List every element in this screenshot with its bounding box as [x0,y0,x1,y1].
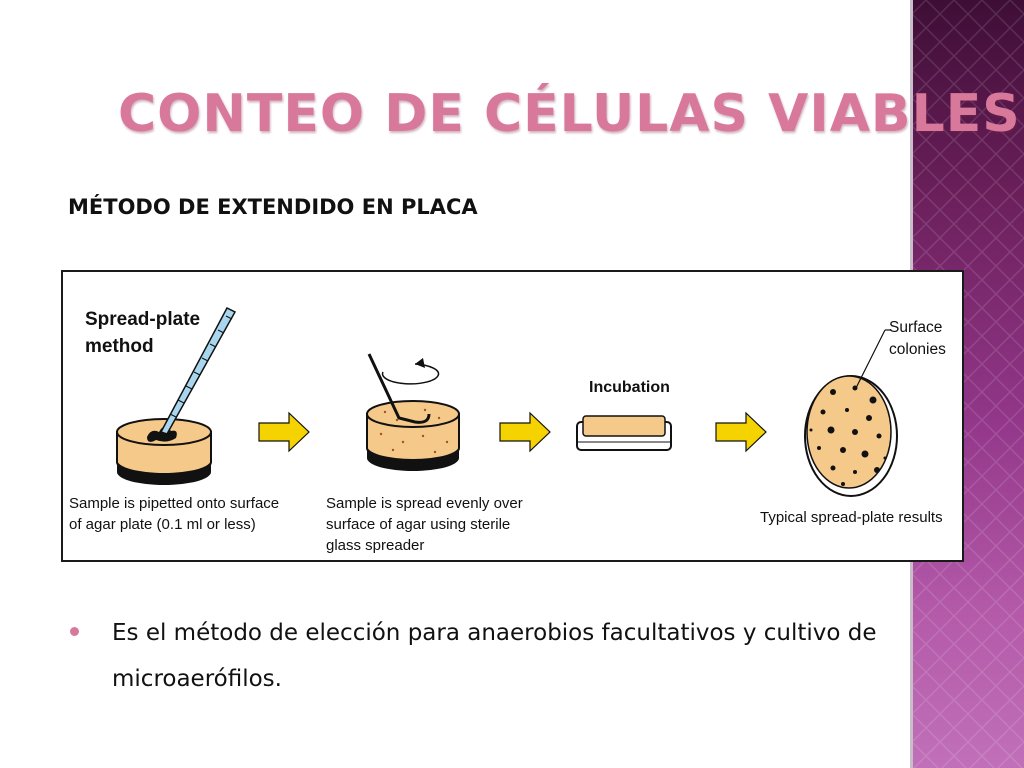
slide-subtitle: MÉTODO DE EXTENDIDO EN PLACA [68,195,478,219]
incubation-label: Incubation [589,379,670,396]
slide-title: CONTEO DE CÉLULAS VIABLES [118,84,1021,144]
step1-caption-line2: of agar plate (0.1 ml or less) [69,516,256,533]
spread-plate-figure: Spread-plate method Sample is pipetted o… [61,270,964,562]
arrow-right-icon [499,411,551,453]
method-title-line1: Spread-plate [85,309,201,330]
bullet-text: Es el método de elección para anaerobios… [112,620,877,692]
decorative-side-band [912,0,1024,768]
step2-caption-line3: glass spreader [326,537,425,554]
arrow-right-icon [715,411,767,453]
spread-plate-illustration [116,307,898,497]
arrow-right-icon [258,411,310,453]
bullet-marker [70,627,79,636]
colonies-label-line2: colonies [889,341,946,358]
colonies-pointer [855,329,891,389]
step2-caption-line2: surface of agar using sterile [326,516,511,533]
glass-spreader-icon [367,353,431,424]
incubated-plate [576,415,672,451]
step1-caption-line1: Sample is pipetted onto surface [69,495,280,512]
result-plate [804,375,898,497]
step2-caption-line1: Sample is spread evenly over [326,495,523,512]
pipette-icon [159,307,237,435]
rotation-arrow-icon [381,358,440,385]
method-title-line2: method [85,336,154,357]
result-caption: Typical spread-plate results [760,509,943,526]
agar-plate-step2 [366,400,460,471]
colonies-label-line1: Surface [889,319,943,336]
